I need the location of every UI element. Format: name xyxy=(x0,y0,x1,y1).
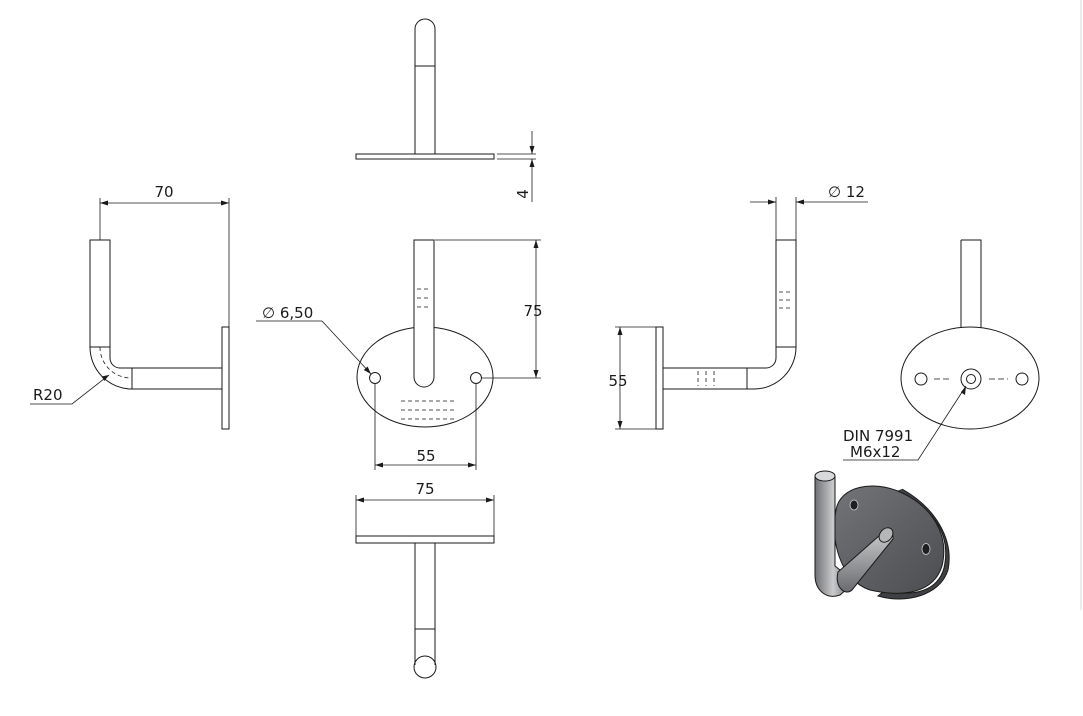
left-view-plate xyxy=(221,326,230,430)
iso-tube-top xyxy=(814,470,836,482)
bottom-view: 75 xyxy=(355,480,495,679)
callout-screw-standard: DIN 7991 xyxy=(843,427,913,445)
iso-plate-hole-lower xyxy=(921,543,931,555)
bottom-view-tube-end xyxy=(413,655,437,679)
dim-front-height: 75 xyxy=(523,302,542,320)
isometric-view xyxy=(814,470,950,600)
left-side-view: 70 R20 xyxy=(30,183,230,430)
top-view-plate xyxy=(355,153,495,160)
callout-screw-size: M6x12 xyxy=(850,443,900,461)
front-view: 75 55 ∅ 6,50 xyxy=(256,239,543,470)
rear-view-hole-left xyxy=(914,372,928,386)
right-side-view: ∅ 12 55 xyxy=(608,183,868,430)
iso-arm-end xyxy=(878,527,894,543)
rear-view-hole-right xyxy=(1015,372,1029,386)
right-view-tube xyxy=(662,239,797,390)
left-view-tube xyxy=(89,239,223,390)
bottom-view-tube xyxy=(414,543,436,665)
rear-view: DIN 7991 M6x12 xyxy=(843,239,1040,461)
dim-hole-spacing: 55 xyxy=(416,447,435,465)
top-view-tube xyxy=(414,18,436,154)
rear-view-screw-head xyxy=(960,368,982,390)
front-view-tube xyxy=(413,239,435,388)
top-view: 4 xyxy=(355,18,536,202)
dim-hole-diameter: ∅ 6,50 xyxy=(262,304,313,322)
dim-plate-height: 55 xyxy=(608,372,627,390)
rear-view-tube xyxy=(960,239,982,328)
bottom-view-plate xyxy=(355,535,495,544)
front-view-hole-left xyxy=(369,372,381,384)
dim-plate-thickness: 4 xyxy=(514,189,532,199)
dim-tube-diameter: ∅ 12 xyxy=(828,183,865,201)
right-view-plate xyxy=(655,326,664,430)
rear-view-plate xyxy=(900,326,1040,430)
iso-plate-hole-upper xyxy=(849,499,859,511)
dim-bend-radius: R20 xyxy=(33,386,63,404)
dim-plate-width: 75 xyxy=(415,480,434,498)
dim-arm-length: 70 xyxy=(154,183,173,201)
